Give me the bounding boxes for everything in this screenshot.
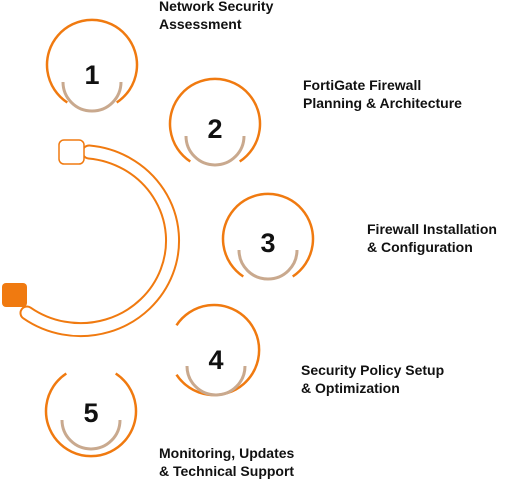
connector-arc-inner [21,146,179,336]
step-5-number: 5 [83,398,98,428]
step-2-node: 2 [168,77,262,167]
step-4-label-line-1: Security Policy Setup [301,362,445,378]
step-3-label-line-2: & Configuration [367,239,473,255]
step-5-node: 5 [44,372,138,458]
step-2-inner-arc [184,135,246,167]
step-3-label-line-1: Firewall Installation [367,221,497,237]
step-1-label: Network Security Assessment [159,0,273,33]
step-5-label: Monitoring, Updates & Technical Support [159,444,294,480]
step-3-node: 3 [221,192,315,281]
step-1-number: 1 [84,60,99,90]
step-1-label-line-2: Assessment [159,16,242,32]
step-5-ring [44,372,138,458]
end-marker [2,283,27,307]
step-5-label-line-2: & Technical Support [159,463,295,479]
step-4-node: 4 [175,303,261,397]
step-4-label-line-2: & Optimization [301,380,400,396]
step-3-label: Firewall Installation & Configuration [367,220,497,256]
step-4-label: Security Policy Setup & Optimization [301,361,444,397]
step-5-inner-arc [60,419,122,451]
step-4-inner-arc [185,365,247,397]
start-marker [58,139,85,165]
step-3-number: 3 [260,228,275,258]
step-1-node: 1 [45,18,139,113]
step-1-label-line-1: Network Security [159,0,274,14]
step-2-label: FortiGate Firewall Planning & Architectu… [303,76,462,112]
step-1-ring [45,18,139,104]
step-2-label-line-2: Planning & Architecture [303,95,462,111]
step-2-number: 2 [207,114,222,144]
step-3-inner-arc [237,249,299,281]
step-2-label-line-1: FortiGate Firewall [303,77,422,93]
step-3-ring [221,192,315,278]
step-4-number: 4 [208,345,223,375]
step-5-label-line-1: Monitoring, Updates [159,445,295,461]
step-1-inner-arc [61,81,123,113]
step-2-ring [168,77,262,163]
